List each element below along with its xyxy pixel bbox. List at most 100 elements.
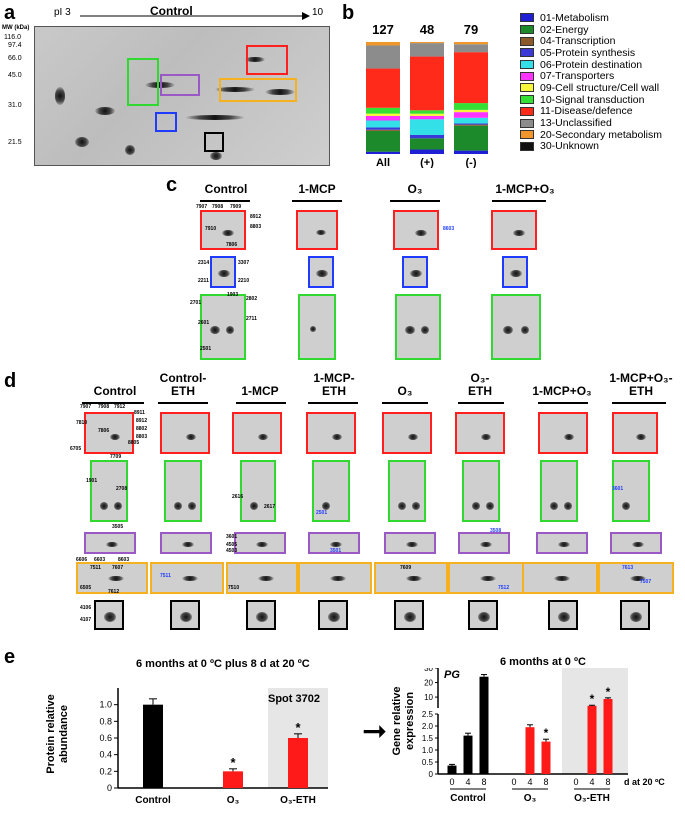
spot-panel-red xyxy=(160,412,210,454)
spot-panel-purple xyxy=(84,532,136,554)
ph-arrow-icon xyxy=(80,12,310,20)
spot-panel-purple xyxy=(610,532,662,554)
spot-label: 1901 xyxy=(86,478,98,484)
bar-total-label: 127 xyxy=(372,22,394,37)
spot-panel-orange xyxy=(226,562,298,594)
y-tick-label: 2.0 xyxy=(422,722,434,731)
spot-panel-green xyxy=(298,294,336,360)
spot-label: 3501 xyxy=(330,548,342,554)
legend-label: 30-Unknown xyxy=(540,140,599,153)
mw-tick-label: 97.4 xyxy=(8,42,22,49)
spot-label: 7609 xyxy=(400,565,412,571)
x-tick-label: (+) xyxy=(420,157,434,168)
spot-label: 8603 xyxy=(118,557,130,563)
spot-panel-red xyxy=(200,210,246,250)
panel-label-a: a xyxy=(4,2,16,24)
legend-swatch xyxy=(520,48,534,58)
spot-panel-red xyxy=(84,412,134,454)
spot-label: 7511 xyxy=(90,565,101,571)
spot-label: 7806 xyxy=(98,428,110,434)
stacked-bar-segment xyxy=(410,56,444,111)
x-tick-label: 4 xyxy=(465,777,470,787)
spot-label: 2617 xyxy=(264,504,276,510)
spot-panel-green xyxy=(90,460,128,522)
spot-label: 3508 xyxy=(490,528,502,534)
stacked-bar-segment xyxy=(410,138,444,150)
stacked-bar-segment xyxy=(410,43,444,57)
stacked-bar-segment xyxy=(454,52,488,104)
gene-name: PG xyxy=(444,669,460,681)
spot-label: 7907 xyxy=(196,204,208,210)
y-tick-label: 1.5 xyxy=(422,734,434,743)
spot-label: 2501 xyxy=(200,346,212,352)
column-title: Control xyxy=(204,182,248,196)
spot-panel-red xyxy=(382,412,432,454)
column-underline xyxy=(612,402,666,404)
ph-left-label: pI 3 xyxy=(54,7,71,18)
significance-star: * xyxy=(590,692,595,706)
spot-panel-green xyxy=(491,294,541,360)
spot-label: 2501 xyxy=(316,510,328,516)
legend-swatch xyxy=(520,118,534,128)
legend-swatch xyxy=(520,130,534,140)
column-title: 1-MCP xyxy=(241,384,279,398)
spot-panel-green xyxy=(540,460,578,522)
spot-panel-orange xyxy=(374,562,448,594)
bar xyxy=(587,705,597,774)
right-chart-title: 6 months at 0 ºC xyxy=(500,656,586,668)
stacked-bar-segment xyxy=(454,150,488,154)
spot-panel-purple xyxy=(458,532,510,554)
legend-swatch xyxy=(520,36,534,46)
left-chart-title: 6 months at 0 ºC plus 8 d at 20 ºC xyxy=(136,658,310,670)
mw-tick-label: 45.0 xyxy=(8,72,22,79)
y-tick-label: 0.8 xyxy=(99,716,112,726)
spot-panel-black xyxy=(170,600,200,630)
spot-panel-green xyxy=(200,294,246,360)
spot-label: 4106 xyxy=(80,605,92,611)
column-title: Control- ETH xyxy=(159,371,207,398)
stacked-bar-segment xyxy=(366,130,400,152)
spot-panel-black xyxy=(468,600,498,630)
spot-panel-green xyxy=(388,460,426,522)
legend-item: 02-Energy xyxy=(520,24,685,36)
x-tick-label: Control xyxy=(135,795,171,806)
spot-panel-green xyxy=(395,294,441,360)
spot-label: 7907 xyxy=(80,404,92,410)
mw-tick-label: 21.5 xyxy=(8,139,22,146)
legend-swatch xyxy=(520,13,534,23)
stacked-bar-segment xyxy=(410,149,444,154)
spot-panel-purple xyxy=(234,532,286,554)
stacked-bar-segment xyxy=(454,44,488,53)
legend-swatch xyxy=(520,71,534,81)
spot-panel-black xyxy=(94,600,124,630)
panel-label-d: d xyxy=(4,370,17,392)
legend-item: 30-Unknown xyxy=(520,140,685,153)
legend-item: 10-Signal transduction xyxy=(520,94,685,106)
column-underline xyxy=(382,402,428,404)
spot-label: 2314 xyxy=(198,260,210,266)
spot-label: 7912 xyxy=(114,404,126,410)
spot-label: 8803 xyxy=(136,434,148,440)
mw-axis-title: MW (kDa) xyxy=(2,25,30,31)
stacked-bar-segment xyxy=(454,124,488,126)
spot-label: 7507 xyxy=(640,579,652,585)
column-underline xyxy=(390,200,440,202)
spot-panel-purple xyxy=(160,532,212,554)
column-title: 1-MCP- ETH xyxy=(313,371,355,398)
category-legend: 01-Metabolism 02-Energy 04-Transcription… xyxy=(520,12,685,152)
stacked-bar-segment xyxy=(366,68,400,108)
stacked-bar-segment xyxy=(454,117,488,124)
spot-label: 7511 xyxy=(160,573,171,579)
spot-label: 1903 xyxy=(227,292,239,298)
x-tick-label: O₃ xyxy=(227,795,240,806)
x-tick-label: All xyxy=(376,157,390,168)
legend-label: 11-Disease/defence xyxy=(540,105,633,118)
spot-label: 8802 xyxy=(136,426,148,432)
y-tick-label: 0.2 xyxy=(99,766,112,776)
stacked-bar-segment xyxy=(454,112,488,118)
column-underline xyxy=(292,200,342,202)
